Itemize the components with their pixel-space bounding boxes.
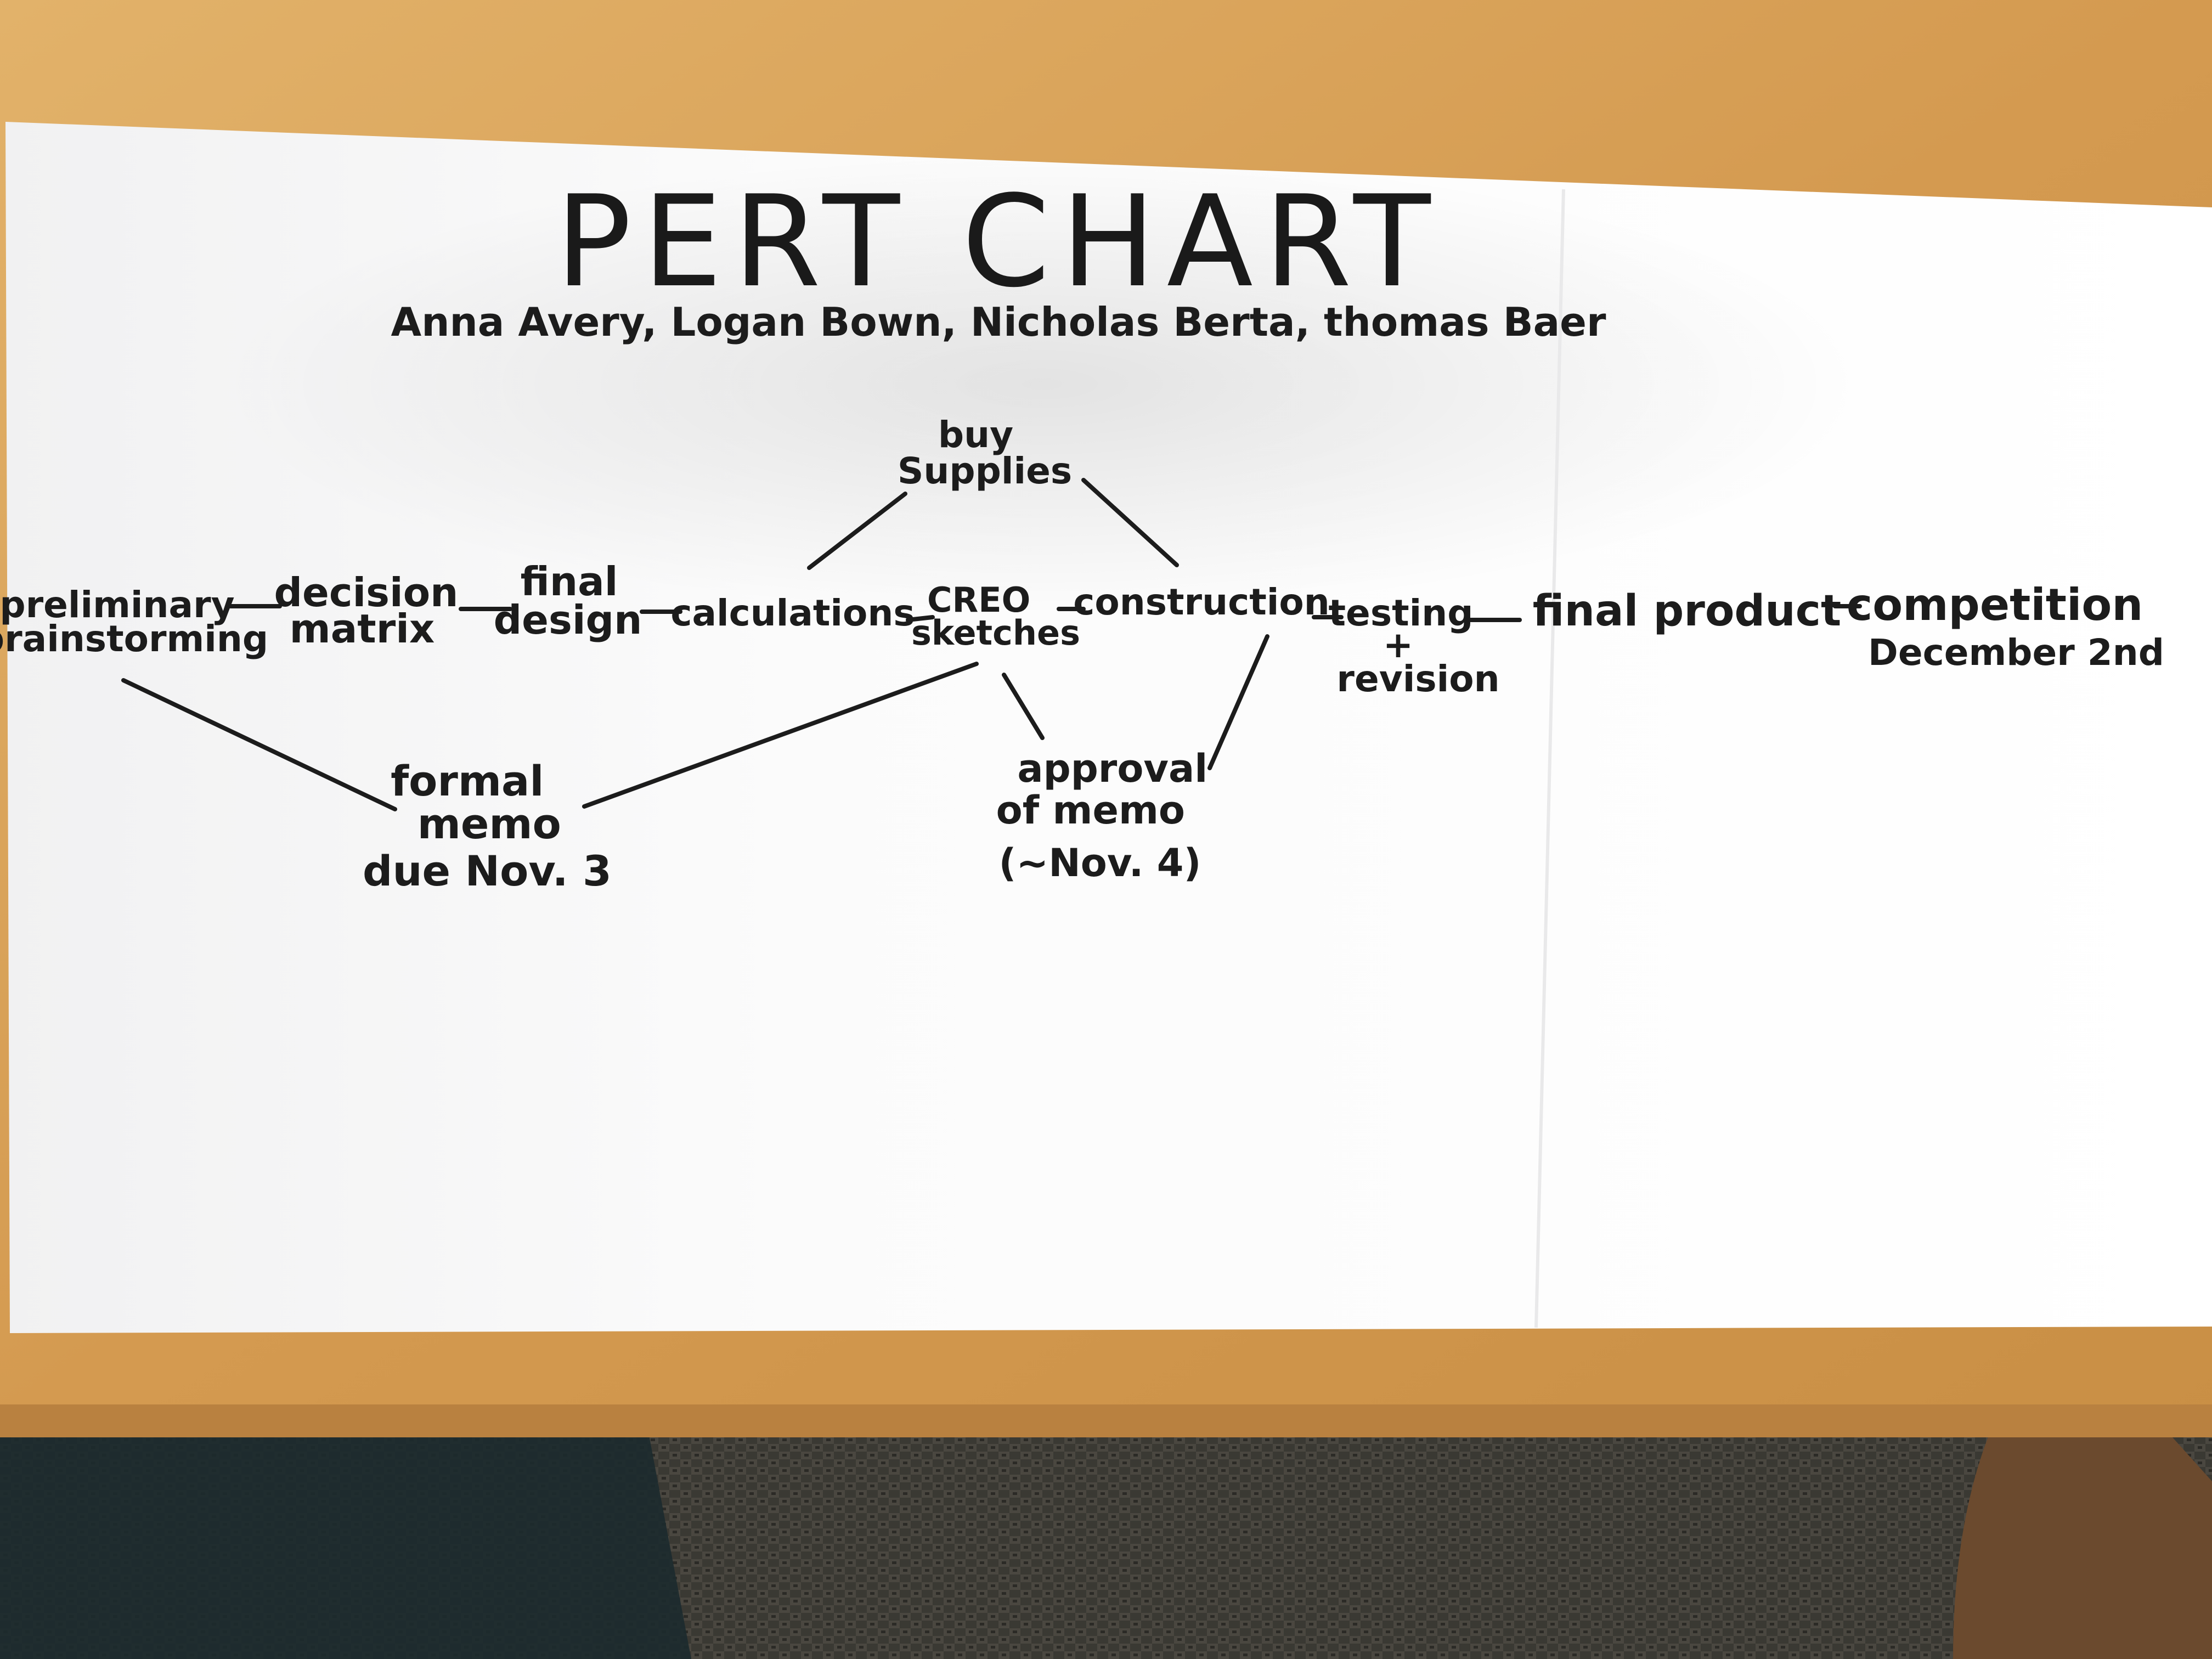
chart-title: PERT CHART xyxy=(555,169,1441,315)
node-approval-of-memo: approval of memo (~Nov. 4) xyxy=(996,746,1221,885)
node-construction: construction xyxy=(1073,581,1329,623)
backpack xyxy=(0,1426,691,1659)
node-preliminary-brainstorming: preliminary brainstorming xyxy=(0,584,268,660)
shoe xyxy=(1953,1408,2212,1659)
table-edge xyxy=(0,1404,2212,1437)
node-calculations: calculations xyxy=(670,592,915,634)
node-final-product: final product xyxy=(1533,586,1842,636)
node-competition: competition December 2nd xyxy=(1847,579,2164,674)
authors-line: Anna Avery, Logan Bown, Nicholas Berta, … xyxy=(391,299,1606,345)
